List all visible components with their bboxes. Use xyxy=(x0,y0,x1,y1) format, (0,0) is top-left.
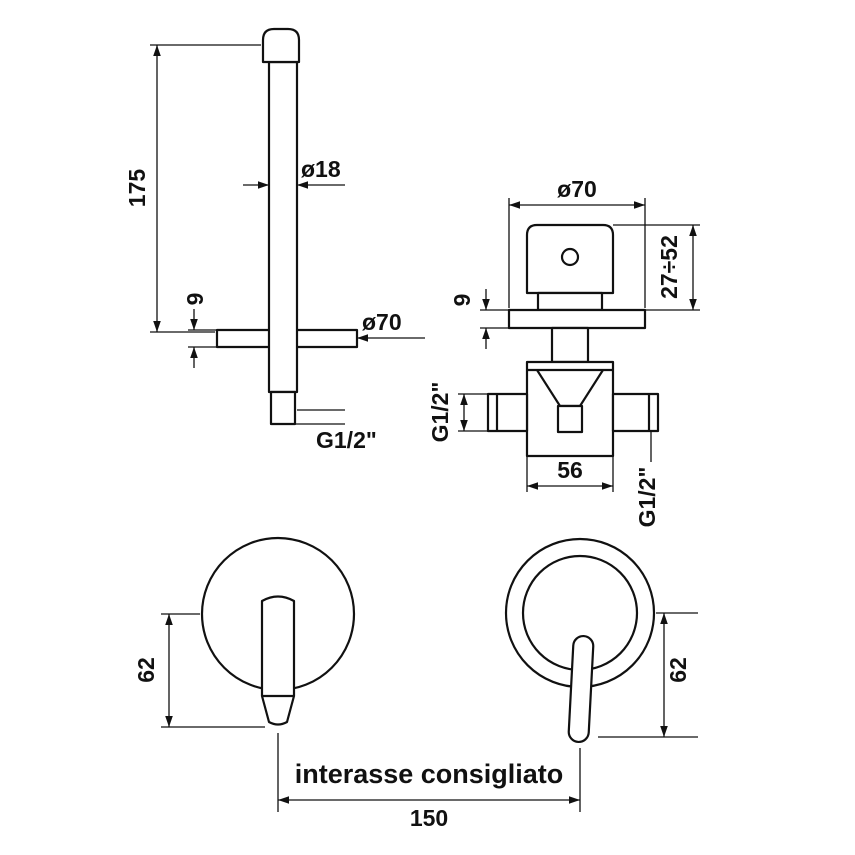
dim-spout-thread: G1/2" xyxy=(295,409,377,453)
mixer-plate-thickness-label: 9 xyxy=(449,294,475,307)
spout-offset-label: 62 xyxy=(133,657,159,683)
dim-spout-plate-thickness: 9 xyxy=(182,293,217,368)
dim-mixer-thread-bottom: G1/2" xyxy=(634,431,660,527)
center-distance-note: interasse consigliato xyxy=(295,759,564,789)
spout-plate-diameter-label: ø70 xyxy=(362,309,402,335)
dim-spout-diameter: ø18 xyxy=(243,156,345,189)
dim-mixer-thread-left: G1/2" xyxy=(427,382,488,443)
spout-plate-thickness-label: 9 xyxy=(182,293,208,306)
mixer-plate-diameter-label: ø70 xyxy=(557,176,597,202)
spout-tube xyxy=(267,60,299,394)
spout-front-view: 62 xyxy=(133,536,356,728)
mixer-thread-bottom-label: G1/2" xyxy=(634,467,660,528)
spout-front-tube xyxy=(260,595,296,726)
spout-thread-label: G1/2" xyxy=(316,427,377,453)
mixer-front-view: 62 xyxy=(504,537,698,744)
mixer-neck xyxy=(536,291,604,312)
spout-diameter-label: ø18 xyxy=(301,156,341,182)
mixer-cartridge-base xyxy=(556,404,584,434)
center-distance-label: 150 xyxy=(410,805,448,831)
mixer-right-pipe xyxy=(611,392,660,433)
dim-spout-plate-diameter: ø70 xyxy=(357,309,425,342)
spout-thread-connector xyxy=(269,390,297,426)
mixer-side-view: ø70 9 27÷52 G1/2" 56 xyxy=(427,176,700,527)
dim-mixer-depth-range: 27÷52 xyxy=(613,224,700,311)
spout-height-label: 175 xyxy=(124,169,150,208)
mixer-wall-plate xyxy=(507,308,647,330)
dim-spout-height: 175 xyxy=(124,44,261,333)
dim-spout-offset: 62 xyxy=(133,613,265,728)
dim-mixer-offset: 62 xyxy=(598,612,698,738)
mixer-offset-label: 62 xyxy=(665,657,691,683)
aerator xyxy=(261,27,301,64)
spout-side-view: ø18 175 9 ø70 G1/2" xyxy=(124,27,425,453)
mixer-body-width-label: 56 xyxy=(557,457,583,483)
dim-mixer-plate-thickness: 9 xyxy=(449,289,509,349)
dim-mixer-plate-diameter: ø70 xyxy=(508,176,646,308)
mixer-lever-handle xyxy=(567,634,595,744)
dim-mixer-body-width: 56 xyxy=(526,456,614,492)
mixer-handle-button xyxy=(560,247,580,267)
mixer-thread-left-label: G1/2" xyxy=(427,382,453,443)
mixer-depth-range-label: 27÷52 xyxy=(656,235,682,299)
dim-center-distance: interasse consigliato 150 xyxy=(277,733,581,831)
mixer-left-pipe xyxy=(486,392,529,433)
mixer-stem xyxy=(550,326,590,364)
